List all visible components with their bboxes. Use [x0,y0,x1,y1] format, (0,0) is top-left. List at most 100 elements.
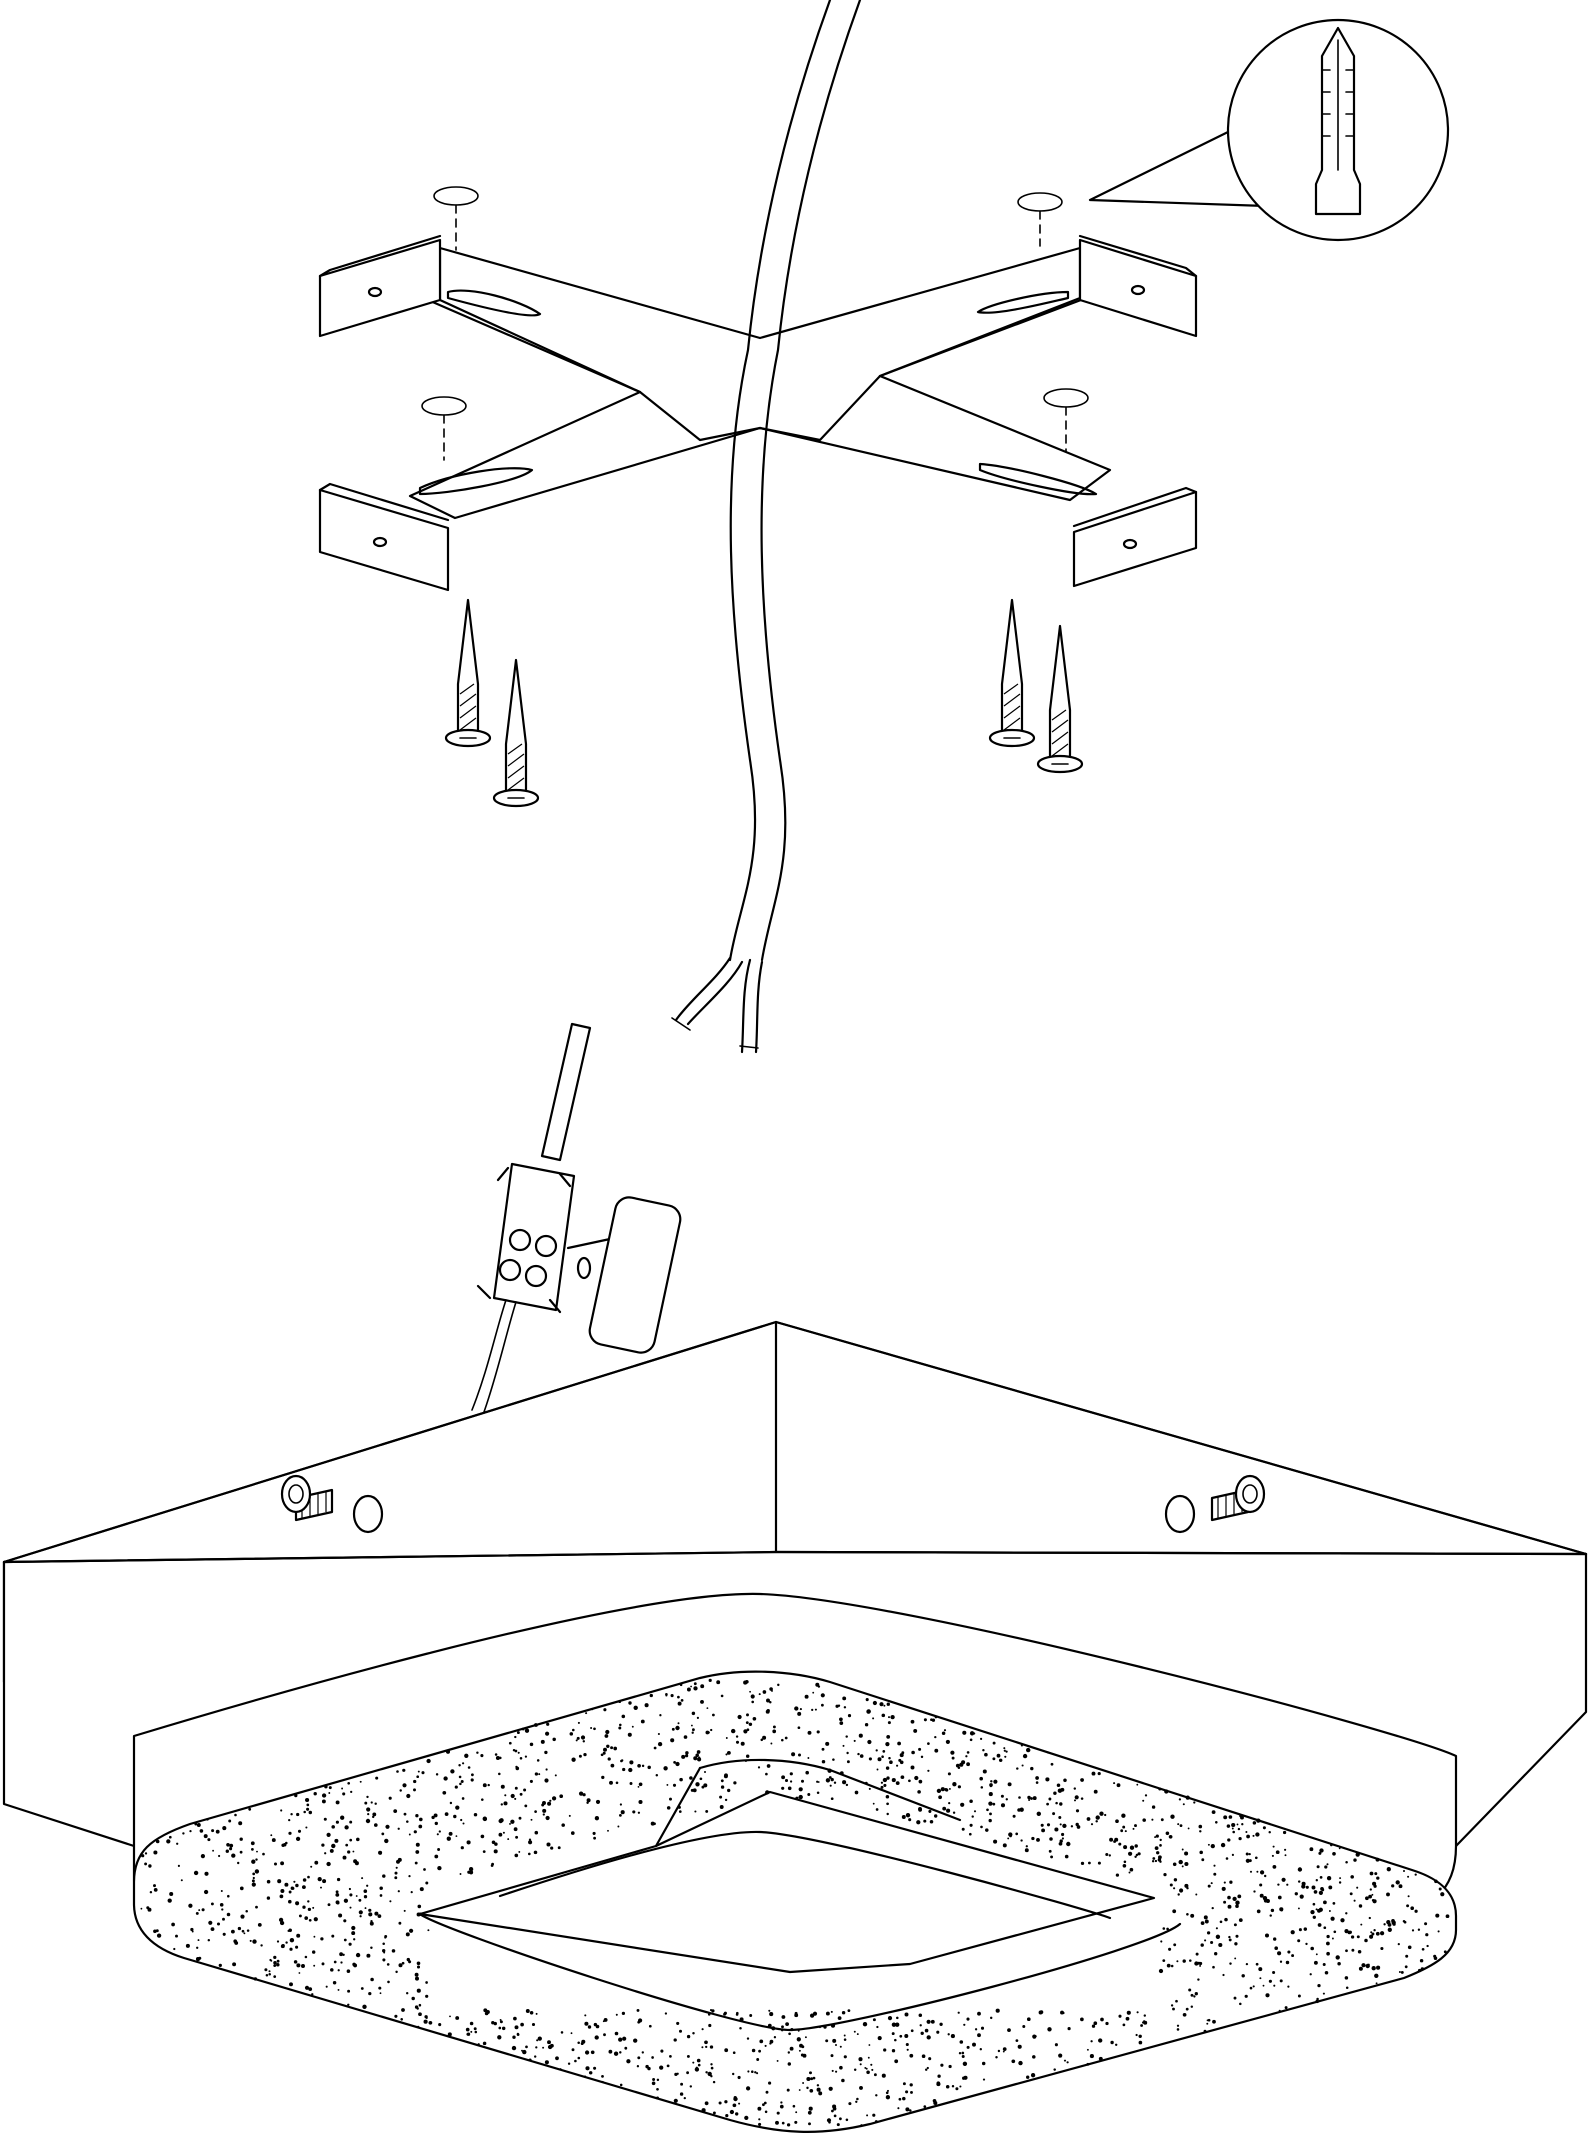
speckle-dot [830,2023,836,2028]
speckle-dot [406,1992,409,1995]
speckle-dot [1166,1927,1169,1931]
speckle-dot [712,1713,715,1717]
speckle-dot [615,2013,618,2016]
speckle-dot [847,2009,851,2012]
speckle-dot [500,1784,505,1789]
speckle-dot [1193,1995,1196,1998]
speckle-dot [918,1808,922,1812]
speckle-dot [679,1683,683,1687]
speckle-dot [220,1889,223,1893]
speckle-dot [431,1815,435,1820]
speckle-dot [1064,1854,1069,1859]
speckle-dot [1331,1937,1334,1940]
speckle-dot [649,1693,653,1698]
speckle-dot [1256,1870,1259,1873]
speckle-dot [765,2090,769,2094]
speckle-dot [841,2078,845,2083]
speckle-dot [289,1938,295,1943]
speckle-dot [950,2034,955,2039]
speckle-dot [536,1759,540,1762]
speckle-dot [1339,1877,1342,1880]
speckle-dot [1371,1932,1375,1936]
speckle-dot [637,2056,641,2060]
speckle-dot [696,2058,701,2063]
speckle-dot [1316,1997,1319,2001]
speckle-dot [663,1766,668,1771]
speckle-dot [406,1793,411,1799]
speckle-dot [499,2018,502,2021]
speckle-dot [816,1730,820,1734]
speckle-dot [470,2030,473,2033]
speckle-dot [343,1898,349,1903]
speckle-dot [982,1748,985,1752]
speckle-dot [586,1798,591,1803]
speckle-dot [812,2011,818,2016]
speckle-dot [419,1887,424,1892]
speckle-dot [331,1825,335,1829]
speckle-dot [1227,1895,1231,1900]
speckle-dot [175,1934,178,1938]
speckle-dot [1122,1825,1126,1829]
speckle-dot [744,1679,749,1684]
speckle-dot [551,1796,557,1801]
speckle-dot [1177,1893,1180,1896]
speckle-dot [498,2026,502,2030]
speckle-dot [395,1866,398,1869]
speckle-dot [1271,1854,1274,1857]
speckle-dot [910,1765,915,1770]
speckle-dot [1403,1920,1407,1924]
speckle-dot [928,2057,932,2061]
speckle-dot [601,2080,604,2083]
speckle-dot [417,2025,420,2029]
speckle-dot [385,1824,390,1829]
speckle-dot [1317,1923,1322,1927]
speckle-dot [856,2097,859,2101]
speckle-dot [212,1849,215,1852]
speckle-dot [733,1781,737,1785]
speckle-dot [897,2107,900,2110]
speckle-dot [926,2035,931,2040]
speckle-dot [359,1780,362,1783]
speckle-dot [514,1797,517,1800]
speckle-dot [398,1921,402,1925]
speckle-dot [347,1850,351,1854]
speckle-dot [395,1970,398,1974]
speckle-dot [347,2003,350,2006]
speckle-dot [751,2070,754,2073]
speckle-dot [1055,1801,1058,1805]
speckle-dot [669,1797,672,1801]
speckle-dot [324,1852,327,1855]
speckle-dot [608,2049,613,2054]
speckle-dot [961,1760,966,1765]
speckle-dot [876,2025,879,2029]
speckle-dot [898,2097,902,2101]
speckle-dot [787,1786,792,1791]
speckle-dot [590,2050,595,2055]
speckle-dot [806,2076,811,2082]
speckle-dot [865,1698,869,1702]
speckle-dot [748,1722,753,1727]
speckle-dot [1290,1930,1295,1935]
speckle-dot [673,2038,677,2042]
speckle-dot [1166,1963,1171,1968]
speckle-dot [1410,1906,1415,1911]
speckle-dot [516,1731,520,1735]
speckle-dot [1317,1983,1321,1988]
speckle-dot [201,1908,205,1912]
speckle-dot [1369,1871,1374,1876]
speckle-dot [797,2029,800,2032]
speckle-dot [1080,2017,1084,2022]
speckle-dot [961,2055,965,2058]
speckle-dot [691,1711,696,1716]
speckle-dot [1144,1794,1148,1797]
speckle-dot [732,2072,735,2076]
speckle-dot [603,1708,607,1712]
speckle-dot [792,2104,796,2108]
speckle-dot [342,1855,347,1860]
speckle-dot [1026,2017,1031,2022]
speckle-dot [1326,1951,1330,1956]
speckle-dot [262,1852,265,1856]
speckle-dot [859,2085,863,2090]
speckle-dot [657,1741,663,1747]
speckle-dot [1340,1918,1345,1923]
